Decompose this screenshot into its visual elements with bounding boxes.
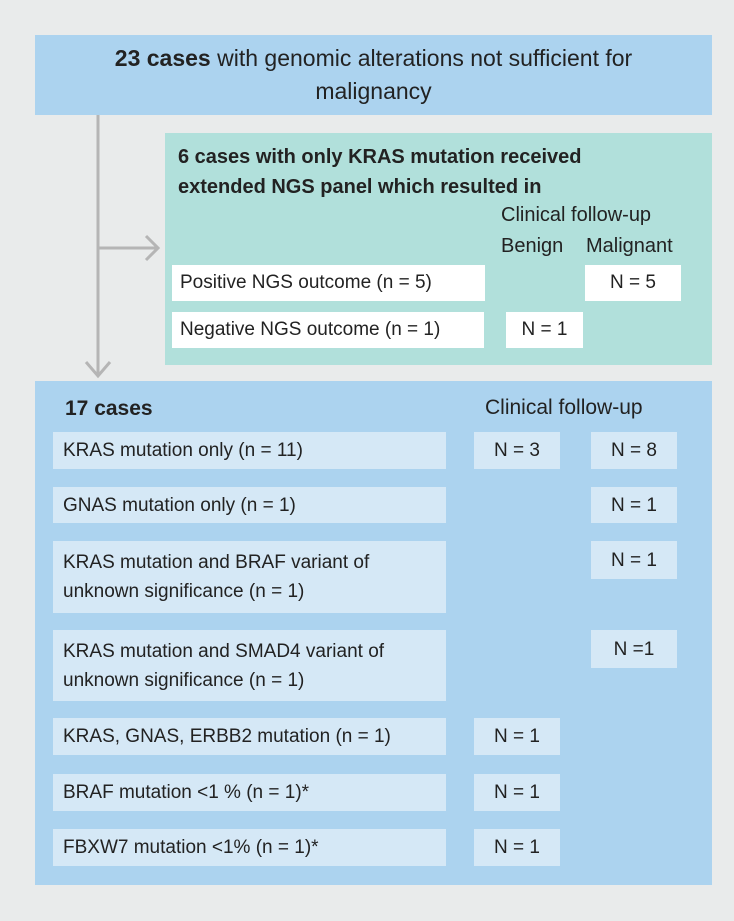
top-count: 23 cases: [114, 45, 211, 71]
row-label: GNAS mutation only (n = 1): [53, 487, 446, 523]
row-label: KRAS mutation only (n = 11): [53, 432, 446, 469]
row-label: FBXW7 mutation <1% (n = 1)*: [53, 829, 446, 866]
row-malignant: N = 8: [591, 432, 677, 469]
ngs-row-malignant: N = 5: [585, 265, 681, 301]
ngs-followup-header: Clinical follow-up: [501, 204, 652, 226]
right-arrowhead: [144, 234, 161, 262]
row-benign: N = 1: [474, 829, 560, 866]
top-box: 23 cases with genomic alterations not su…: [35, 35, 712, 115]
ngs-title: 6 cases with only KRAS mutation received…: [178, 146, 582, 198]
main-title: 17 cases: [65, 397, 153, 420]
row-label: KRAS, GNAS, ERBB2 mutation (n = 1): [53, 718, 446, 755]
row-label: KRAS mutation and BRAF variant of unknow…: [53, 541, 446, 613]
row-label: BRAF mutation <1 % (n = 1)*: [53, 774, 446, 811]
row-benign: N = 1: [474, 718, 560, 755]
ngs-malignant-header: Malignant: [586, 235, 673, 257]
top-text: with genomic alterations not sufficient …: [210, 45, 633, 104]
row-benign: N = 1: [474, 774, 560, 811]
down-arrowhead: [84, 361, 112, 379]
ngs-row-label: Positive NGS outcome (n = 5): [172, 265, 485, 301]
row-malignant: N = 1: [591, 487, 677, 523]
row-benign: N = 3: [474, 432, 560, 469]
row-malignant: N =1: [591, 630, 677, 668]
ngs-row-benign: N = 1: [506, 312, 583, 348]
row-malignant: N = 1: [591, 541, 677, 579]
ngs-row-label: Negative NGS outcome (n = 1): [172, 312, 484, 348]
row-label: KRAS mutation and SMAD4 variant of unkno…: [53, 630, 446, 701]
main-followup-header: Clinical follow-up: [485, 396, 643, 419]
ngs-benign-header: Benign: [501, 235, 564, 257]
